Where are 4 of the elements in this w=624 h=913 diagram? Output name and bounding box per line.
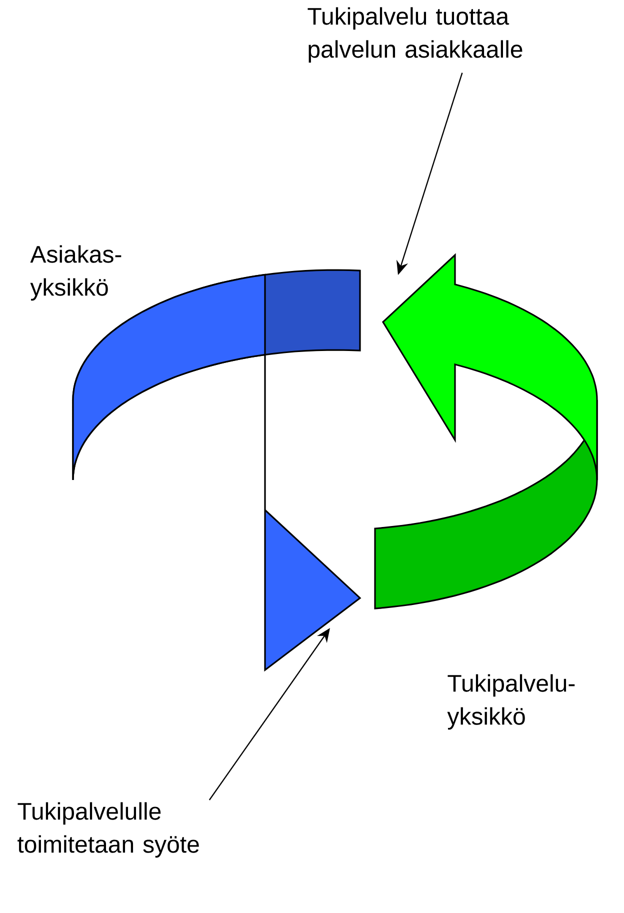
callout-text: Tukipalvelu tuottaa palvelun asiakkaalle [308, 7, 522, 63]
callout-text: Tukipalvelulle toimitetaan syöte [18, 802, 199, 858]
unit-label: Asiakas-yksikkö [30, 245, 122, 301]
unit-label: Tukipalvelu-yksikkö [447, 674, 575, 730]
